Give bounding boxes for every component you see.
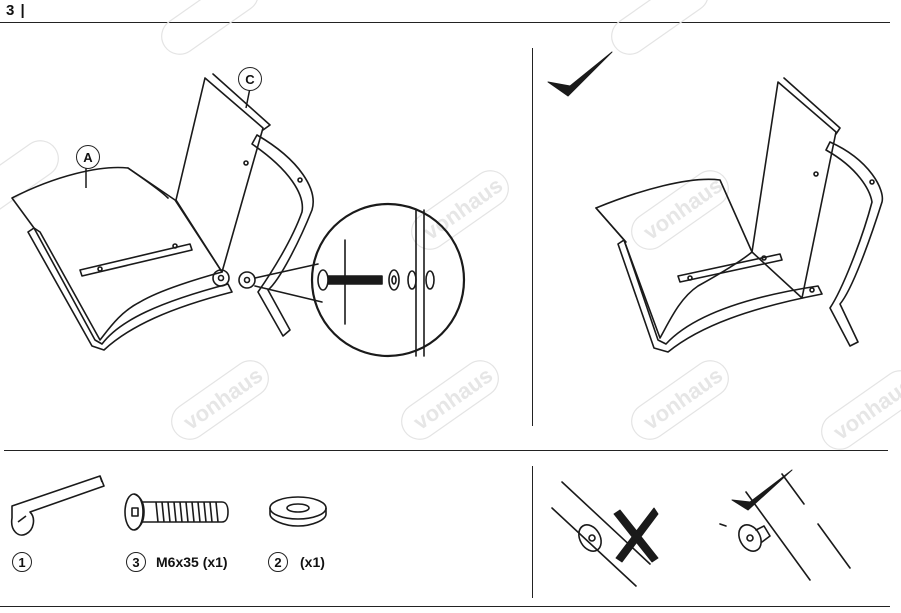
step-number-text: 3 [6,2,16,19]
callout-c-text: C [245,71,255,87]
part-3-index: 3 [126,552,146,572]
correct-checkmark-icon [731,469,793,511]
part-3-index-text: 3 [132,554,140,570]
middle-rule [4,450,888,451]
part-2-label: (x1) [300,554,325,570]
assembled-lounger-illustration [547,51,884,353]
part-3-label: M6x35 (x1) [156,554,228,570]
detail-magnifier [310,202,466,358]
joint-marker-1 [212,269,230,287]
bottom-divider [532,466,533,598]
cross-icon [613,507,659,563]
washer-icon [269,496,327,527]
seat-frame [27,227,233,351]
lounger-assembly-illustration [11,73,466,358]
callout-a-text: A [83,149,93,165]
part-2-index: 2 [268,552,288,572]
crossbar [79,243,193,277]
part-1-index: 1 [12,552,32,572]
part-2-label-text: (x1) [300,554,325,570]
part-1-index-text: 1 [18,554,26,570]
seat-panel [11,166,223,341]
bolt-orientation-illustration [551,469,851,587]
part-2-index-text: 2 [274,554,282,570]
side-frame [251,134,314,337]
part-3-label-text: M6x35 (x1) [156,554,228,570]
callout-a: A [76,145,100,169]
header-rule [0,22,890,23]
top-divider [532,48,533,426]
step-number: 3 | [6,2,26,19]
checkmark-icon [547,51,613,97]
bolt-icon [124,493,229,531]
hex-key-icon [10,475,105,536]
watermark-8 [611,0,709,55]
joint-marker-2 [238,271,256,289]
watermark-7 [161,0,259,55]
bottom-rule [0,606,890,607]
callout-c-pin [245,87,251,109]
callout-c: C [238,67,262,91]
